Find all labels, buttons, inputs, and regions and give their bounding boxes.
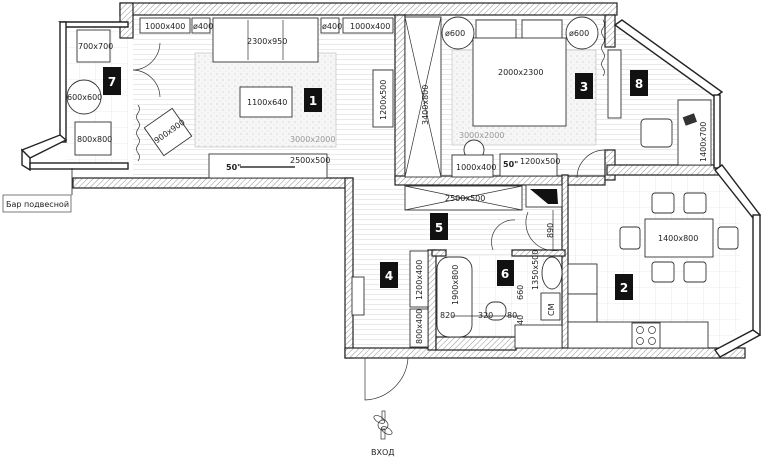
room-6-badge: 6 bbox=[501, 267, 509, 281]
dim-140-label: 140 bbox=[516, 315, 525, 330]
kitchen: 2 1400x800 bbox=[567, 192, 739, 349]
room-4-badge: 4 bbox=[385, 269, 393, 283]
room-1-badge: 1 bbox=[309, 94, 317, 108]
entrance: ВХОД bbox=[371, 410, 395, 457]
dim-660-label: 660 bbox=[516, 285, 525, 300]
balcony: 700x700 7 600x600 800x800 Бар подвесной bbox=[2, 29, 121, 213]
dresser-label: 1000x400 bbox=[456, 163, 496, 172]
dim-80-label: 80 bbox=[507, 311, 517, 320]
room-8-badge: 8 bbox=[635, 77, 643, 91]
bed-label: 2000x2300 bbox=[498, 68, 543, 77]
windows bbox=[20, 19, 762, 358]
room-2-badge: 2 bbox=[620, 281, 628, 295]
hallway: 2500x500 5 4 1200x400 800x400 890 bbox=[351, 184, 563, 401]
hall-cabinet-top-label: 1200x400 bbox=[415, 260, 424, 300]
sink-label: 1350x500 bbox=[531, 250, 540, 290]
person-icon bbox=[373, 410, 393, 440]
washer-label: СМ bbox=[547, 303, 556, 316]
room-5-badge: 5 bbox=[435, 221, 443, 235]
bedroom-rug-label: 3000x2000 bbox=[459, 131, 504, 140]
dim-820-label: 820 bbox=[440, 311, 455, 320]
nightstand-right-label: ø600 bbox=[569, 29, 589, 38]
hall-wardrobe-label: 2500x500 bbox=[445, 194, 485, 203]
walls bbox=[72, 2, 746, 359]
living-cabinet-label: 1200x500 bbox=[379, 80, 388, 120]
living-tv-label: 50" bbox=[226, 163, 241, 172]
entrance-label: ВХОД bbox=[371, 448, 395, 457]
door-dimension-label: 890 bbox=[546, 223, 555, 238]
desk-label: 1400x700 bbox=[699, 122, 708, 162]
living-lamp-left-label: ø400 bbox=[193, 22, 213, 31]
room-3-badge: 3 bbox=[580, 80, 588, 94]
study: 8 1400x700 bbox=[607, 49, 712, 166]
bedroom-tv-stand-label: 1200x500 bbox=[520, 157, 560, 166]
living-lamp-right-label: ø400 bbox=[322, 22, 342, 31]
living-shelf-left-label: 1000x400 bbox=[145, 22, 185, 31]
living-rug-label: 3000x2000 bbox=[290, 135, 335, 144]
sofa-label: 2300x950 bbox=[247, 37, 287, 46]
living-room: 3000x2000 1000x400 ø400 2300x950 ø400 10… bbox=[132, 17, 394, 179]
dim-320-label: 320 bbox=[478, 311, 493, 320]
balcony-chair-top-label: 700x700 bbox=[78, 42, 113, 51]
room-7-badge: 7 bbox=[108, 75, 116, 89]
balcony-table-label: 600x600 bbox=[67, 93, 102, 102]
nightstand-left-label: ø600 bbox=[445, 29, 465, 38]
bathtub-label: 1900x800 bbox=[451, 265, 460, 305]
kitchen-table-label: 1400x800 bbox=[658, 234, 698, 243]
bedroom-tv-label: 50" bbox=[503, 160, 518, 169]
coffee-table-label: 1100x640 bbox=[247, 98, 287, 107]
armchair: 900x900 bbox=[143, 107, 193, 157]
hall-cabinet-bottom-label: 800x400 bbox=[415, 309, 424, 344]
bar-label: Бар подвесной bbox=[6, 200, 69, 209]
bedroom-wardrobe-label: 3400x800 bbox=[421, 85, 430, 125]
tv-stand-label: 2500x500 bbox=[290, 156, 330, 165]
bathroom: 1900x800 6 1350x500 СМ 820 320 80 140 66… bbox=[436, 250, 563, 349]
bedroom: 3400x800 3000x2000 ø600 ø600 2000x2300 3… bbox=[404, 16, 606, 179]
balcony-chair-bottom-label: 800x800 bbox=[77, 135, 112, 144]
living-shelf-right-label: 1000x400 bbox=[350, 22, 390, 31]
